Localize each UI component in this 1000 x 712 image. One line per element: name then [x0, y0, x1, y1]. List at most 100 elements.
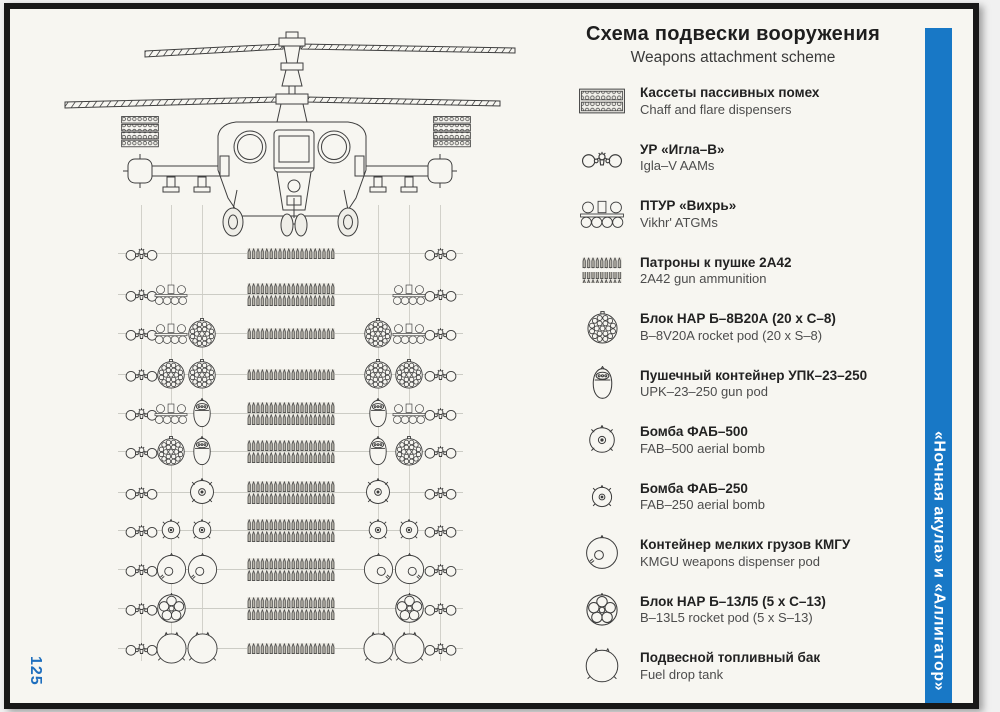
- fab250-icon: [192, 519, 212, 540]
- gun-ammo-icon: [582, 257, 622, 284]
- igla-missiles-icon: [581, 151, 623, 168]
- page-title-en: Weapons attachment scheme: [630, 49, 836, 66]
- tank-icon: [393, 631, 425, 664]
- gun-ammo-band: [247, 327, 335, 339]
- gun-ammo-band: [247, 294, 335, 306]
- station-reference-line: [202, 205, 203, 661]
- gun-ammo-band: [247, 530, 335, 542]
- legend-label-ru: Пушечный контейнер УПК–23–250: [640, 367, 868, 383]
- b8v20a-icon: [188, 318, 216, 348]
- legend-label-ru: ПТУР «Вихрь»: [640, 198, 737, 214]
- kmgu-icon: [187, 552, 217, 584]
- fab250-icon: [161, 519, 181, 540]
- igla-icon: [125, 327, 157, 341]
- vikhr-icon: [154, 323, 188, 344]
- chapter-sidebar-text: «Ночная акула» и «Аллигатор»: [930, 431, 948, 691]
- chaff-dispenser-icon: [433, 116, 471, 148]
- gun-ammo-band: [247, 492, 335, 504]
- tank-icon: [362, 631, 394, 664]
- igla-icon: [424, 288, 456, 302]
- kmgu-icon: [363, 552, 393, 584]
- legend-label-ru: Контейнер мелких грузов КМГУ: [640, 537, 851, 553]
- gun-ammo-band: [247, 596, 335, 608]
- b8v20a-icon: [364, 359, 392, 389]
- upk23-icon: [193, 397, 211, 427]
- upk23-icon: [369, 435, 387, 465]
- gun-ammo-band: [247, 368, 335, 380]
- station-reference-line: [440, 205, 441, 661]
- fab500-icon: [366, 478, 390, 504]
- gun-ammo-band: [247, 518, 335, 530]
- legend-icon-cell: [573, 592, 631, 627]
- b8v20a-icon: [157, 436, 185, 466]
- legend-label-en: KMGU weapons dispenser pod: [640, 553, 820, 569]
- gun-ammo-band: [247, 569, 335, 581]
- fab250-icon: [368, 519, 388, 540]
- vikhr-icon: [392, 323, 426, 344]
- station-reference-line: [378, 205, 379, 661]
- legend-icon-cell: [573, 535, 631, 571]
- legend-label-ru: Патроны к пушке 2А42: [640, 254, 792, 270]
- legend-label: Блок НАР Б–8В20А (20 х С–8)B–8V20A rocke…: [631, 310, 836, 344]
- legend-label-ru: Блок НАР Б–8В20А (20 х С–8): [640, 311, 836, 327]
- igla-icon: [424, 407, 456, 421]
- b8v20a-icon: [157, 359, 185, 389]
- upk23-icon: [193, 435, 211, 465]
- igla-icon: [424, 368, 456, 382]
- helicopter-front-view: [64, 31, 516, 237]
- gun-ammo-band: [247, 413, 335, 425]
- legend-label-ru: Подвесной топливный бак: [640, 650, 821, 666]
- igla-icon: [125, 407, 157, 421]
- legend-item-vikhr: ПТУР «Вихрь»Vikhr' ATGMs: [573, 186, 918, 243]
- igla-icon: [424, 524, 456, 538]
- kmgu-icon: [156, 552, 186, 584]
- igla-icon: [125, 602, 157, 616]
- legend-label-en: Fuel drop tank: [640, 666, 724, 682]
- b8v20a-icon: [188, 359, 216, 389]
- legend-label-en: B–13L5 rocket pod (5 x S–13): [640, 610, 813, 626]
- legend-item-b8v20a: Блок НАР Б–8В20А (20 х С–8)B–8V20A rocke…: [573, 299, 918, 356]
- legend-icon-cell: [573, 425, 631, 455]
- b8v20a-icon: [364, 318, 392, 348]
- vikhr-atgm-icon: [580, 201, 624, 229]
- b13l5-icon: [394, 592, 424, 623]
- legend-label-ru: Кассеты пассивных помех: [640, 85, 820, 101]
- legend-label-en: Vikhr' ATGMs: [640, 214, 718, 230]
- legend-label-en: B–8V20A rocket pod (20 x S–8): [640, 327, 823, 343]
- legend-icon-cell: [573, 257, 631, 284]
- legend-label-en: Chaff and flare dispensers: [640, 101, 792, 117]
- station-reference-line: [409, 205, 410, 661]
- legend-label-ru: Бомба ФАБ–250: [640, 480, 748, 496]
- fab250-icon: [399, 519, 419, 540]
- igla-icon: [424, 445, 456, 459]
- chapter-sidebar: «Ночная акула» и «Аллигатор»: [925, 28, 952, 703]
- gun-ammo-band: [247, 557, 335, 569]
- vikhr-icon: [154, 284, 188, 305]
- legend-icon-cell: [573, 200, 631, 229]
- legend-item-b13l5: Блок НАР Б–13Л5 (5 х С–13)B–13L5 rocket …: [573, 582, 918, 639]
- legend-icon-cell: [573, 366, 631, 401]
- fab500-bomb-icon: [589, 425, 615, 454]
- fab250-bomb-icon: [591, 484, 613, 507]
- gun-ammo-band: [247, 247, 335, 259]
- gun-ammo-band: [247, 608, 335, 620]
- vikhr-icon: [392, 403, 426, 424]
- tank-icon: [186, 631, 218, 664]
- gun-ammo-band: [247, 401, 335, 413]
- legend-icon-cell: [573, 147, 631, 169]
- upk23-icon: [369, 397, 387, 427]
- igla-icon: [125, 524, 157, 538]
- igla-icon: [424, 602, 456, 616]
- page-title-ru: Схема подвески вооружения: [585, 23, 881, 45]
